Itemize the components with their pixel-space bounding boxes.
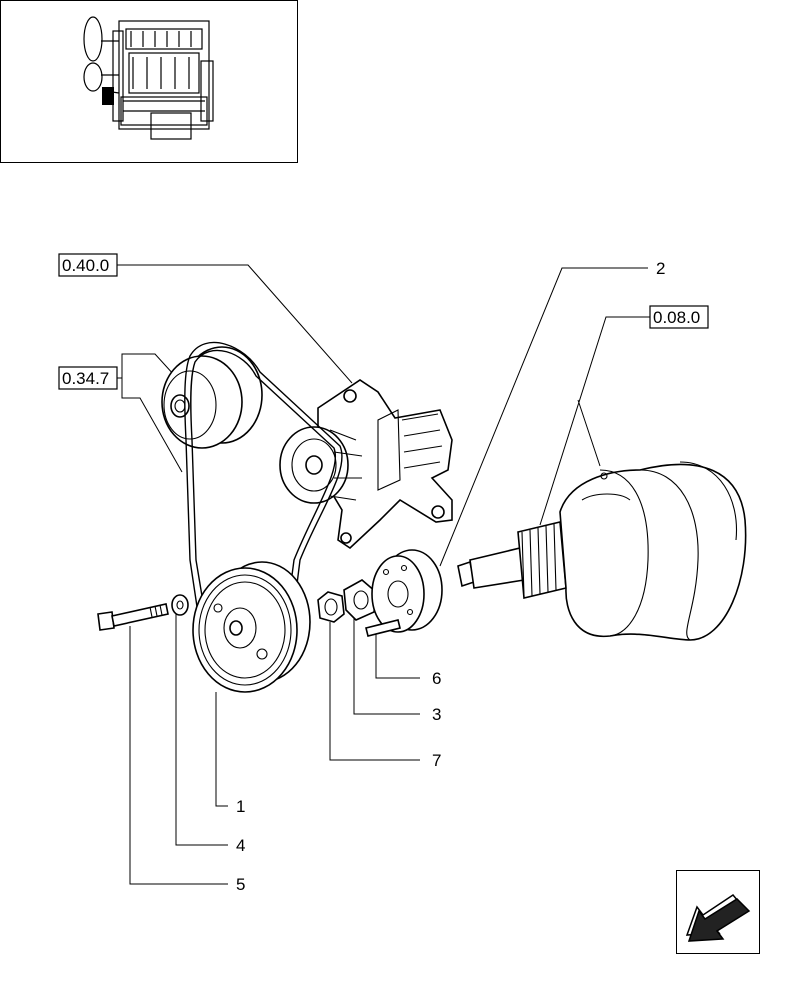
water-pump: [279, 379, 453, 550]
leader-7: [329, 622, 420, 761]
callout-2: 2: [656, 259, 665, 278]
back-arrow-icon: [685, 894, 751, 942]
callout-5: 5: [236, 875, 245, 894]
engine-location-thumbnail: [0, 0, 298, 163]
callout-1: 1: [236, 797, 245, 816]
leader-alternator: [117, 353, 183, 473]
nut: [317, 591, 345, 623]
back-navigation-button[interactable]: [676, 870, 760, 954]
crankshaft: [457, 461, 747, 641]
leader-5: [129, 626, 228, 885]
leader-1: [215, 692, 228, 807]
leader-2: [439, 267, 648, 567]
callout-4: 4: [236, 836, 245, 855]
tab-washer: [343, 579, 377, 621]
leader-3: [353, 618, 420, 715]
callout-6: 6: [432, 669, 441, 688]
leader-water-pump: [117, 264, 353, 384]
leader-6: [375, 634, 420, 679]
callout-3: 3: [432, 705, 441, 724]
svg-text:0.40.0: 0.40.0: [62, 256, 109, 275]
callout-7: 7: [432, 751, 441, 770]
hub: [371, 549, 443, 633]
washer: [171, 594, 189, 616]
bolt: [97, 603, 169, 631]
pin: [365, 619, 401, 637]
leader-crankshaft: [539, 316, 650, 526]
ref-alternator[interactable]: 0.34.7: [58, 366, 118, 390]
svg-text:0.08.0: 0.08.0: [653, 308, 700, 327]
ref-crankshaft[interactable]: 0.08.0: [649, 305, 709, 329]
ref-water-pump[interactable]: 0.40.0: [58, 253, 118, 277]
svg-text:0.34.7: 0.34.7: [62, 369, 109, 388]
engine-location-icon: [83, 16, 214, 140]
crankshaft-pulley: [192, 561, 311, 693]
alternator-pulley: [161, 346, 263, 449]
leader-4: [175, 614, 228, 846]
